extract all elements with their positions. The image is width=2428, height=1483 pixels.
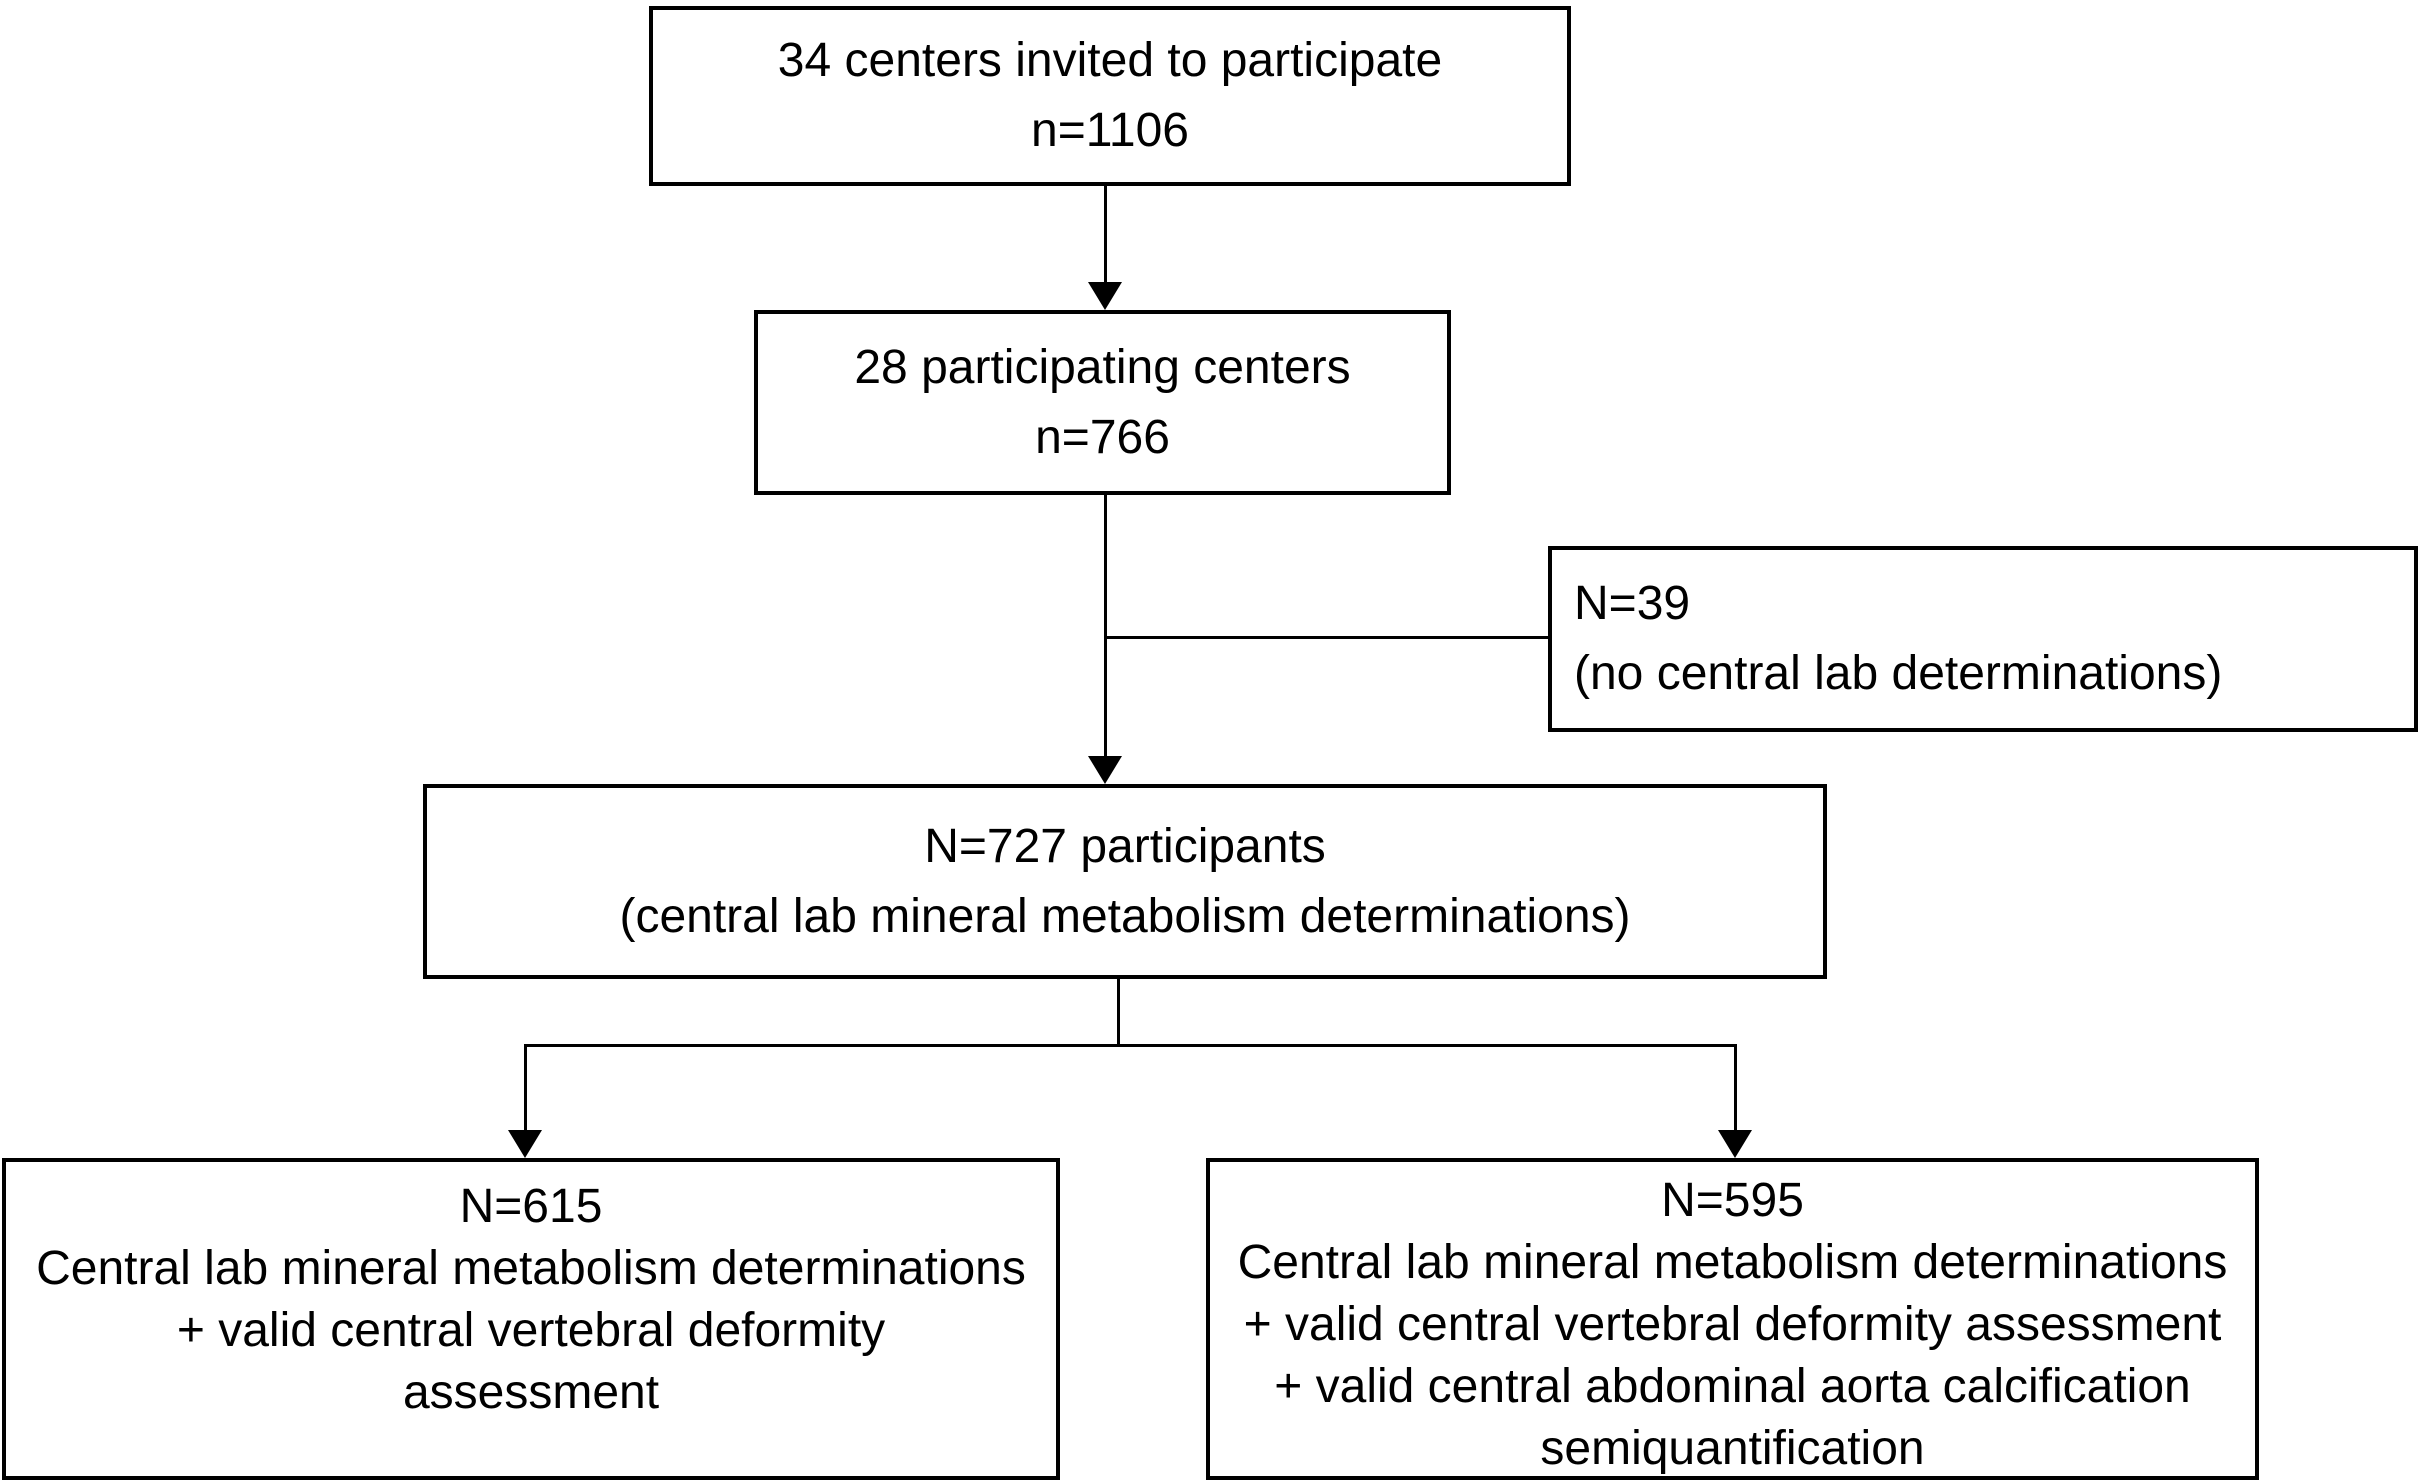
flow-box-participating-centers: 28 participating centers n=766	[754, 310, 1451, 495]
box-text-line: 34 centers invited to participate	[777, 34, 1443, 87]
box-text-line: N=39	[1574, 577, 1691, 630]
box-text-line: + valid central vertebral deformity asse…	[1243, 1298, 2222, 1351]
box-text-line: n=766	[1035, 410, 1170, 464]
box-text-line: 28 participating centers	[854, 340, 1351, 394]
box-text-line: Central lab mineral metabolism determina…	[1237, 1236, 2228, 1289]
flow-box-vertebral-deformity-assessment: N=615 Central lab mineral metabolism det…	[2, 1158, 1060, 1480]
connector-line	[1104, 186, 1107, 286]
connector-branch-line	[1104, 636, 1548, 639]
box-text-line: semiquantification	[1540, 1422, 1925, 1475]
box-text-line: + valid central vertebral deformity	[176, 1304, 886, 1357]
connector-line	[1117, 979, 1120, 1047]
connector-line	[1734, 1044, 1737, 1132]
box-text-line: (no central lab determinations)	[1574, 647, 2223, 700]
flow-box-no-central-lab-determinations: N=39 (no central lab determinations)	[1548, 546, 2418, 732]
box-text-line: Central lab mineral metabolism determina…	[36, 1242, 1026, 1295]
connector-line	[524, 1044, 527, 1132]
connector-split-line	[524, 1044, 1737, 1047]
box-text-line: + valid central abdominal aorta calcific…	[1274, 1360, 2191, 1413]
box-text-line: N=727 participants	[924, 819, 1326, 873]
arrow-down-icon	[1088, 756, 1122, 784]
arrow-down-icon	[1718, 1130, 1752, 1158]
box-text-line: assessment	[402, 1366, 660, 1419]
connector-line	[1104, 495, 1107, 759]
flow-box-aorta-calcification-semiquantification: N=595 Central lab mineral metabolism det…	[1206, 1158, 2259, 1480]
box-text-line: n=1106	[1031, 104, 1189, 157]
box-text-line: N=595	[1661, 1174, 1804, 1227]
box-text-line: (central lab mineral metabolism determin…	[619, 889, 1631, 943]
flow-box-invited-centers: 34 centers invited to participate n=1106	[649, 6, 1571, 186]
flow-box-participants: N=727 participants (central lab mineral …	[423, 784, 1827, 979]
arrow-down-icon	[1088, 282, 1122, 310]
box-text-line: N=615	[459, 1180, 603, 1233]
arrow-down-icon	[508, 1130, 542, 1158]
